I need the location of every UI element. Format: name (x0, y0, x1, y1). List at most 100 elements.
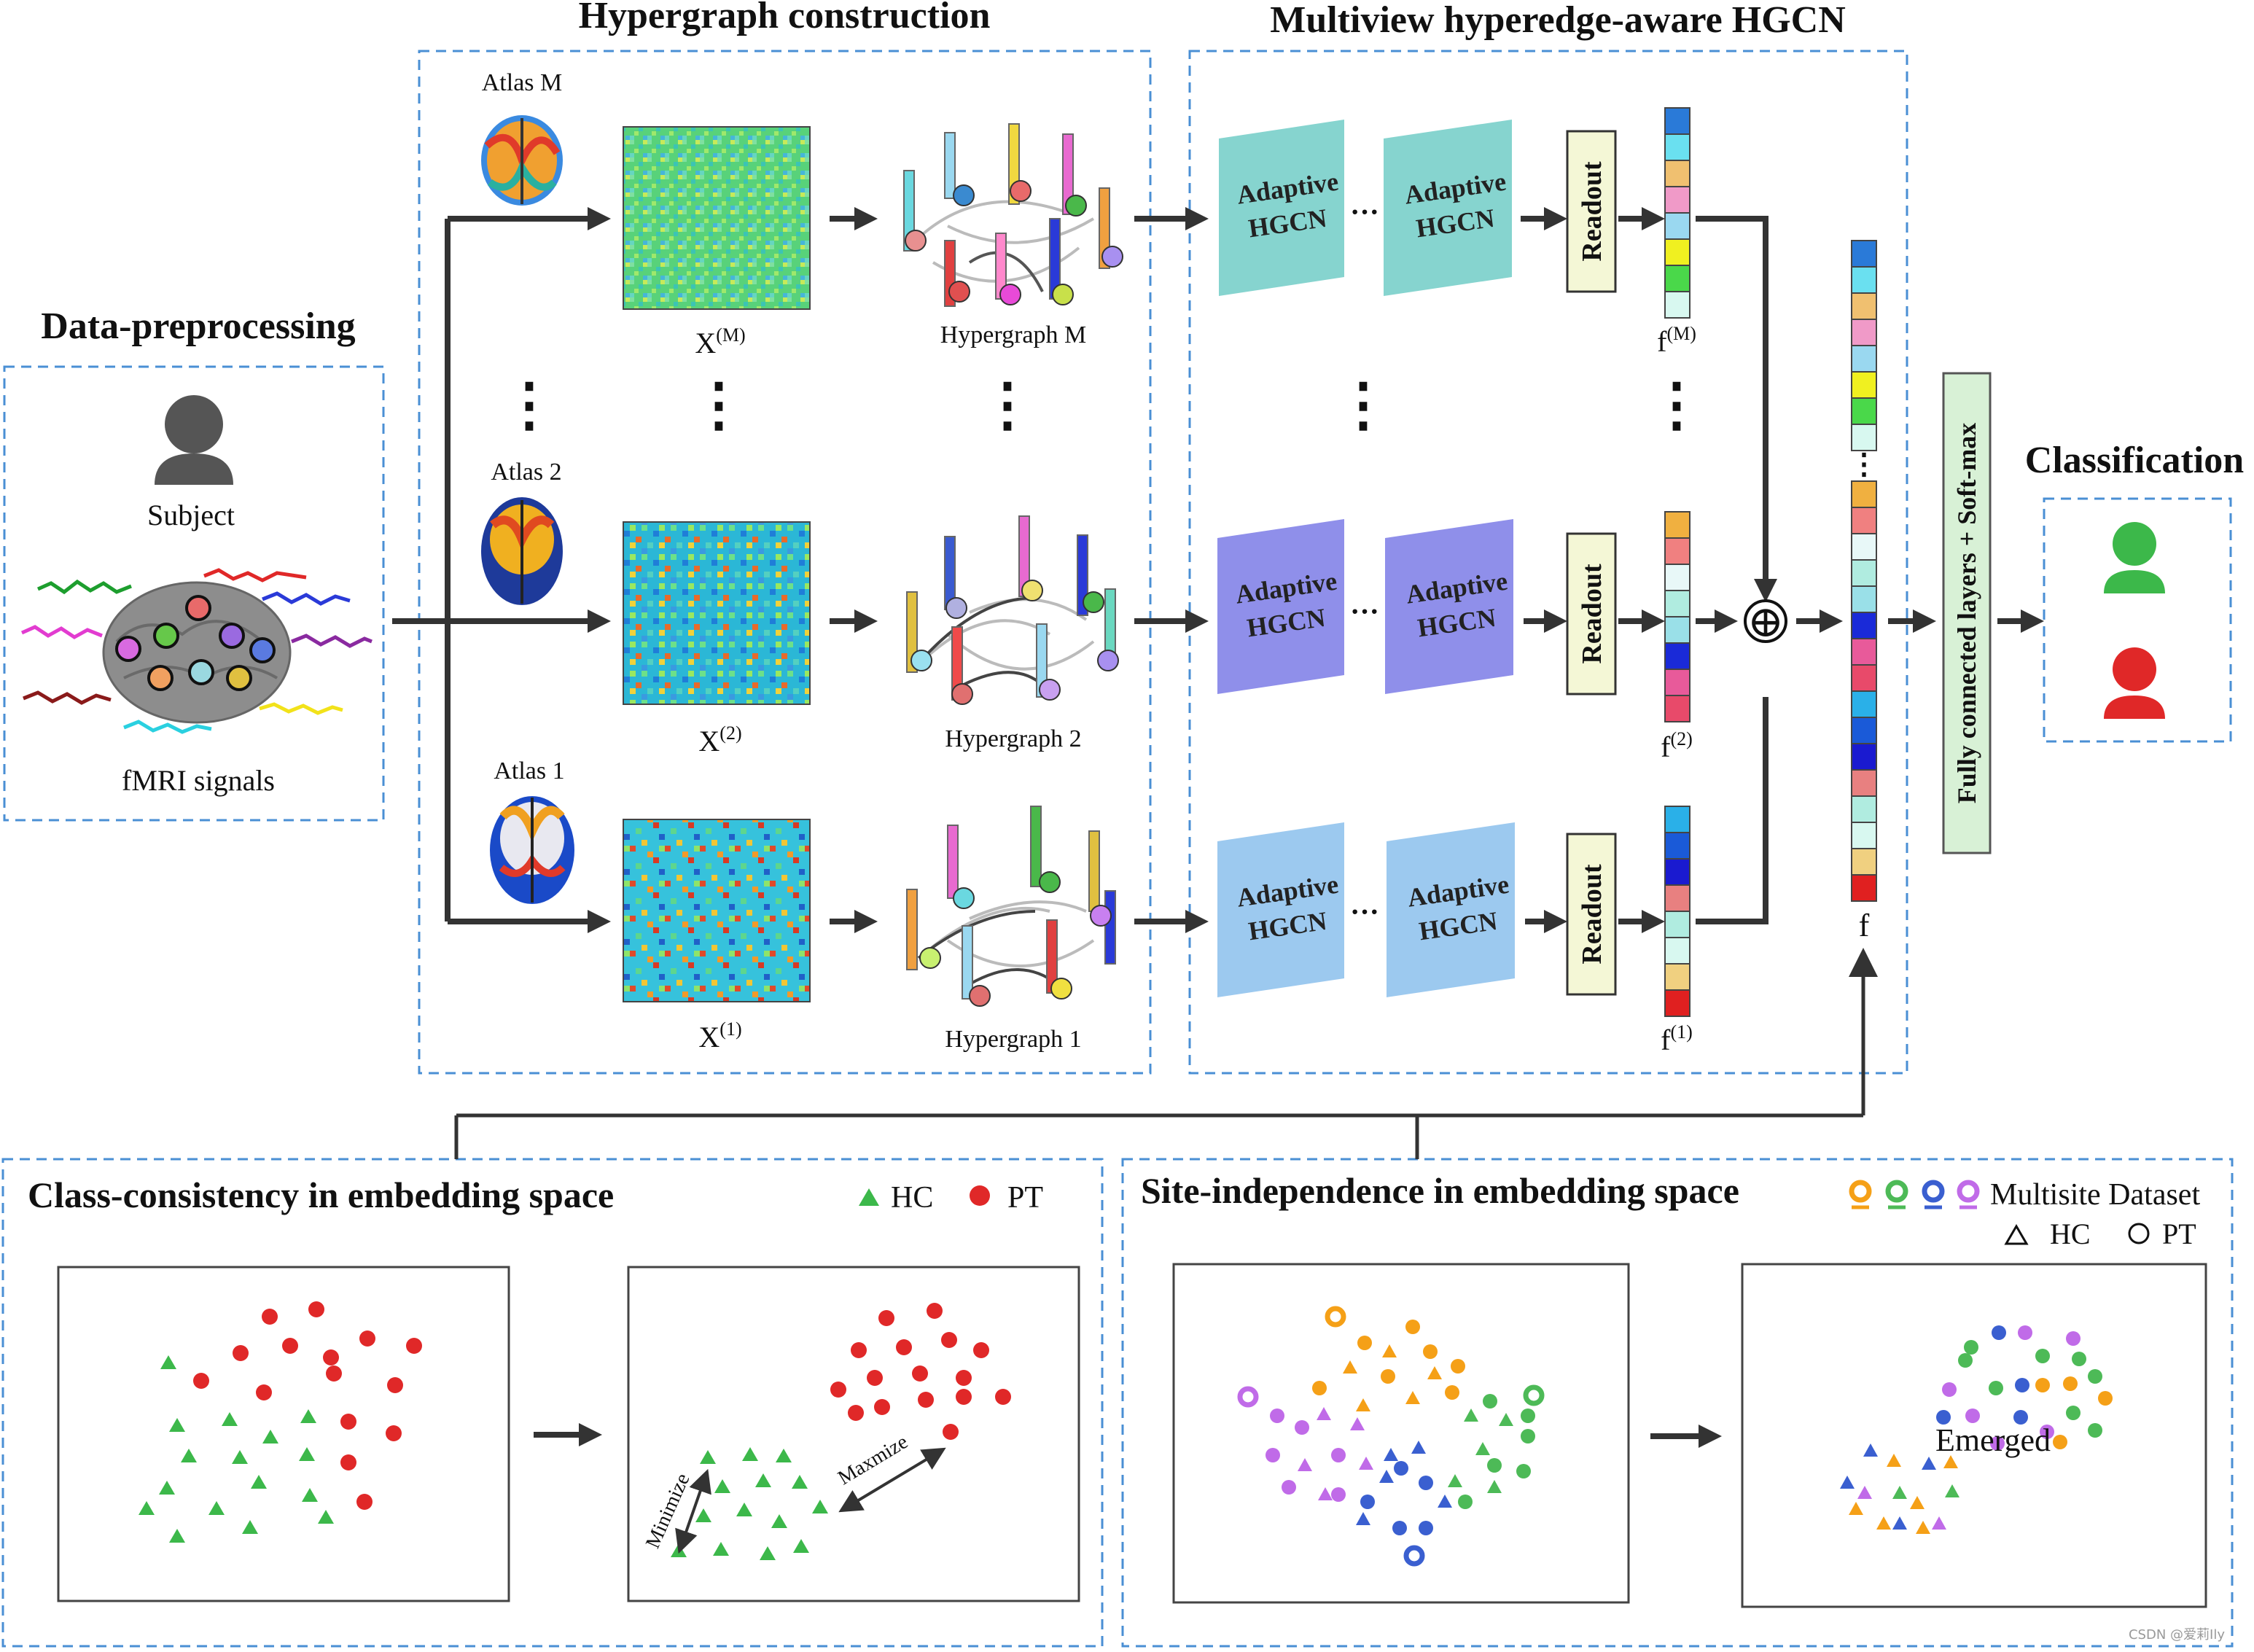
class-legend: HC PT (859, 1181, 1043, 1215)
site-legend: Multisite Dataset HC PT (1849, 1178, 2200, 1250)
feature-label-1: f(1) (1661, 1021, 1693, 1056)
matrix-2 (623, 521, 811, 705)
hypergraph-box (418, 50, 1152, 1075)
classification-title: Classification (2025, 440, 2245, 481)
hgcn-block (1384, 120, 1512, 296)
emerged-label: Emerged (1935, 1422, 2051, 1458)
hgcn-row-m (1219, 120, 1512, 296)
vdots: ⋮ (1334, 373, 1392, 437)
signal-yellow (259, 702, 343, 715)
legend-hc-label: HC (891, 1181, 933, 1215)
signal-blue (262, 591, 351, 606)
hc-marker (859, 1188, 879, 1206)
site-panel-after: Emerged (1840, 1325, 2113, 1534)
class-consistency-title: Class-consistency in embedding space (28, 1174, 614, 1215)
feature-labels: f(M) f(2) f(1) (1657, 323, 1696, 1056)
hypergraph-title: Hypergraph construction (579, 0, 991, 36)
hgcn-block (1217, 519, 1344, 694)
atlas-brains (481, 115, 574, 904)
signal-darkred (23, 690, 112, 705)
signal-cyan (123, 720, 212, 734)
hgcn-title: Multiview hyperedge-aware HGCN (1270, 0, 1846, 41)
fmri-signals (20, 568, 373, 734)
site-marker-green (1885, 1180, 1908, 1209)
signal-green (36, 579, 132, 595)
feature-vector-1 (1664, 806, 1691, 1017)
class-panel-before (139, 1301, 422, 1543)
matrix-label-2: X(2) (698, 722, 741, 757)
hgcn-row-2 (1217, 519, 1513, 694)
section-boxes (1, 50, 2234, 1648)
legend-dataset-label: Multisite Dataset (1990, 1178, 2200, 1212)
fc-label: Fully connected layers + Soft-max (1952, 423, 1981, 803)
concatenated-vector (1851, 240, 1877, 902)
pt-outline-marker (2128, 1223, 2150, 1244)
matrix-1 (623, 819, 811, 1002)
fusion-connectors (1696, 216, 1843, 924)
atlas-1-brain (490, 796, 574, 904)
feature-vector-2 (1664, 511, 1691, 722)
hgcn-to-readout-arrows (1521, 207, 1567, 933)
hgcn-block (1219, 120, 1344, 296)
vdots: ⋮ (500, 373, 558, 437)
connectivity-matrices (623, 126, 811, 1002)
hgcn-block (1387, 822, 1515, 997)
site-panel-before (1237, 1306, 1545, 1567)
atlas-labels: Atlas M Atlas 2 Atlas 1 (482, 69, 565, 784)
readout-boxes (1566, 130, 1617, 996)
hypergraph-label: Hypergraph M (940, 322, 1087, 348)
fused-feature-label: f (1859, 908, 1870, 943)
readout-labels: Readout Readout Readout (1577, 161, 1607, 965)
site-marker-purple (1957, 1180, 1980, 1209)
vdots: ⋮ (1647, 373, 1706, 437)
preprocessing-box (3, 365, 385, 822)
pt-marker (970, 1185, 990, 1206)
site-independence-box (1121, 1158, 2234, 1648)
minimize-arrow (675, 1468, 711, 1554)
hypergraph-labels: Hypergraph M Hypergraph 2 Hypergraph 1 (940, 322, 1087, 1053)
matrix-label-m: X(M) (695, 324, 745, 359)
legend-pt-label: PT (1007, 1181, 1043, 1215)
fuse-symbol: ⊕ (1747, 598, 1784, 646)
hc-person-icon (2104, 522, 2165, 593)
hypergraph-label: Hypergraph 2 (945, 725, 1081, 752)
legend-site-hc-label: HC (2050, 1217, 2091, 1250)
legend-site-pt-label: PT (2162, 1217, 2196, 1250)
embedding-connector (454, 948, 1878, 1159)
signal-red (203, 568, 307, 583)
pt-person-icon (2104, 647, 2165, 719)
hypergraph-1 (906, 806, 1116, 1007)
hgcn-row-1 (1217, 822, 1515, 997)
hc-outline-marker (2004, 1224, 2029, 1245)
section-titles: Data-preprocessing Hypergraph constructi… (28, 0, 2244, 1215)
hypergraph-2 (906, 515, 1119, 705)
feature-label-m: f(M) (1657, 323, 1696, 358)
vdots-row: ⋮ ⋮ ⋮ ⋮ ⋮ (500, 373, 1706, 437)
readout-to-vector-arrows (1618, 207, 1665, 933)
readout-label: Readout (1577, 564, 1607, 664)
hypergraph-m (903, 123, 1123, 307)
atlas-label: Atlas 2 (491, 459, 561, 486)
hgcn-ellipses: ··· ··· ··· (1350, 195, 1379, 928)
atlas-label: Atlas 1 (494, 757, 564, 784)
hgcn-block (1217, 822, 1344, 997)
hgcn-ellipsis: ··· (1350, 195, 1379, 228)
atlas-m-brain (481, 115, 563, 206)
site-pins (1237, 1306, 1545, 1567)
matrix-to-hypergraph-arrows (830, 207, 878, 933)
site-marker-blue (1922, 1180, 1945, 1209)
class-consistency-box (1, 1158, 1104, 1648)
matrix-label-1: X(1) (698, 1018, 741, 1053)
vdots: ⋮ (978, 373, 1037, 437)
subject-icon (155, 395, 233, 485)
readout-label: Readout (1577, 864, 1607, 965)
fmri-signals-label: fMRI signals (122, 764, 275, 797)
matrix-m (623, 126, 811, 310)
hgcn-ellipsis: ··· (1350, 595, 1379, 628)
feature-vector-m (1664, 107, 1691, 319)
preprocessing-title: Data-preprocessing (41, 305, 355, 347)
matrix-labels: X(M) X(2) X(1) (695, 324, 745, 1053)
classification-box (2043, 497, 2232, 743)
fc-box (1942, 372, 1992, 854)
hypergraph-label: Hypergraph 1 (945, 1026, 1081, 1053)
